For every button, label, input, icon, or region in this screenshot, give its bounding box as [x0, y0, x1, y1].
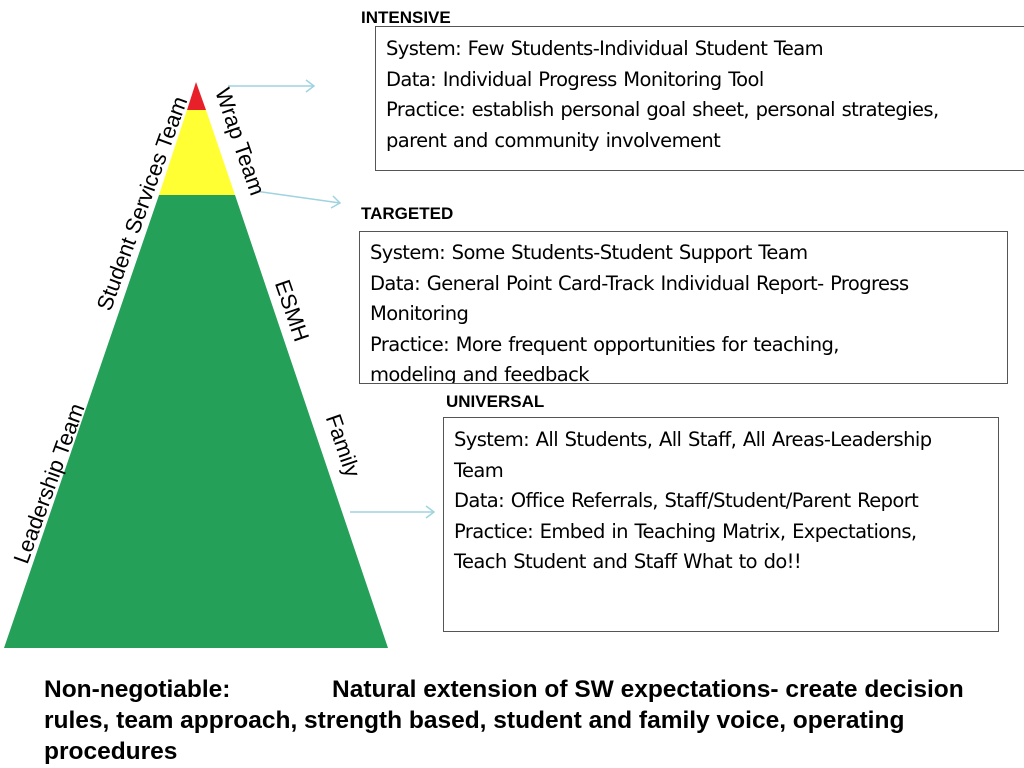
intensive-connector-arrow	[228, 79, 316, 93]
intensive-system-line: System: Few Students-Individual Student …	[386, 37, 824, 60]
universal-system-line-continued: Team	[454, 458, 504, 482]
intensive-data-line: Data: Individual Progress Monitoring Too…	[386, 67, 764, 91]
pyramid-middle-tier	[159, 110, 235, 195]
intensive-practice-line: Practice: establish personal goal sheet,…	[386, 98, 939, 121]
pyramid-base-tier	[4, 195, 388, 648]
non-negotiable-text: Natural extension of SW expectations- cr…	[44, 676, 964, 765]
targeted-description-box: System: Some Students-Student Support Te…	[359, 231, 1008, 384]
targeted-arrow-head-icon	[330, 195, 342, 209]
intensive-practice-line-continued: parent and community involvement	[386, 128, 721, 152]
targeted-connector-arrow	[254, 190, 342, 209]
targeted-practice-line: Practice: More frequent opportunities fo…	[370, 332, 839, 356]
intensive-description-box: System: Few Students-Individual Student …	[375, 26, 1024, 171]
intensive-arrow-head-icon	[305, 79, 316, 93]
universal-connector-arrow	[350, 505, 436, 519]
targeted-arrow-shaft	[254, 190, 341, 204]
universal-data-line: Data: Office Referrals, Staff/Student/Pa…	[454, 489, 919, 512]
universal-heading: UNIVERSAL	[446, 392, 545, 411]
targeted-heading: TARGETED	[361, 204, 454, 223]
universal-system-line: System: All Students, All Staff, All Are…	[454, 428, 932, 451]
targeted-system-line: System: Some Students-Student Support Te…	[370, 241, 808, 264]
targeted-data-line-continued: Monitoring	[370, 302, 469, 325]
intensive-heading: INTENSIVE	[361, 8, 451, 27]
universal-practice-line: Practice: Embed in Teaching Matrix, Expe…	[454, 519, 917, 543]
universal-arrow-head-icon	[425, 505, 436, 519]
targeted-practice-line-continued: modeling and feedback	[370, 363, 590, 384]
non-negotiable-statement: Non-negotiable:Natural extension of SW e…	[44, 674, 1004, 768]
universal-description-box: System: All Students, All Staff, All Are…	[443, 417, 999, 632]
non-negotiable-label: Non-negotiable:	[44, 676, 231, 703]
pyramid-top-tier	[187, 82, 206, 110]
targeted-data-line: Data: General Point Card-Track Individua…	[370, 271, 909, 295]
universal-practice-line-continued: Teach Student and Staff What to do!!	[454, 550, 802, 573]
